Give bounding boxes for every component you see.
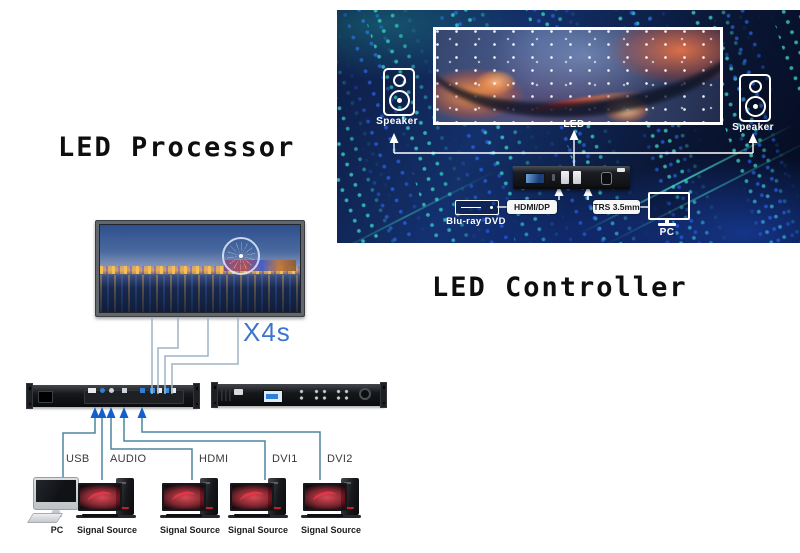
gaming-monitor-icon xyxy=(303,483,347,511)
source-label: PC xyxy=(50,525,64,535)
speaker-icon xyxy=(739,74,771,122)
gaming-monitor-icon xyxy=(78,483,122,511)
controller-button-icon xyxy=(561,171,569,184)
controller-button-icon xyxy=(573,171,581,184)
led-screen xyxy=(433,27,723,125)
bluray-player-icon xyxy=(455,200,499,215)
input-label-dvi2: DVI2 xyxy=(327,453,353,465)
button-grid-icon xyxy=(314,389,330,402)
output-port-icon xyxy=(157,388,162,393)
brand-logo xyxy=(234,389,243,395)
speaker-left-label: Speaker xyxy=(376,116,418,127)
trs-tag: TRS 3.5mm xyxy=(593,200,640,214)
led-display-monitor xyxy=(95,220,305,317)
hdmi-port-icon xyxy=(122,388,127,393)
led-controller-panel: Speaker Speaker LED Blu-ray DVD HDMI/DP … xyxy=(337,10,800,243)
source-label: Signal Source xyxy=(159,525,221,535)
usb-port-icon xyxy=(88,388,96,393)
rotary-knob-icon xyxy=(359,388,371,400)
hdmi-dp-tag: HDMI/DP xyxy=(507,200,557,214)
cityscape-image xyxy=(100,225,300,312)
input-label-usb: USB xyxy=(66,453,90,465)
desktop-pc-icon xyxy=(33,477,79,510)
gaming-monitor-icon xyxy=(230,483,274,511)
lcd-display xyxy=(263,390,283,403)
rack-ear-icon xyxy=(26,383,33,409)
ferris-wheel-graphic xyxy=(222,237,260,276)
port-strip xyxy=(84,390,184,404)
rack-ear-icon xyxy=(193,383,200,409)
power-inlet-icon xyxy=(38,391,53,403)
bluray-label: Blu-ray DVD xyxy=(446,216,506,227)
up-arrow-icon xyxy=(90,407,147,418)
processor-front-device xyxy=(211,382,387,408)
led-controller-title: LED Controller xyxy=(432,272,688,303)
output-port-icon xyxy=(164,388,169,393)
speaker-icon xyxy=(383,68,415,116)
led-processor-title: LED Processor xyxy=(58,132,296,163)
source-label: Signal Source xyxy=(300,525,362,535)
keyboard-icon xyxy=(26,513,64,523)
button-column-icon xyxy=(299,389,307,402)
audio-jack-icon xyxy=(100,388,105,393)
button-grid-icon xyxy=(336,389,352,402)
processor-rear-device xyxy=(26,383,200,409)
input-wires xyxy=(62,417,321,480)
audio-jack-icon xyxy=(109,388,114,393)
water-reflection-graphic xyxy=(100,274,300,312)
source-label: Signal Source xyxy=(227,525,289,535)
controller-port-icon xyxy=(601,172,612,185)
input-label-dvi1: DVI1 xyxy=(272,453,298,465)
vent-grille-icon xyxy=(221,389,233,401)
buildings-graphic xyxy=(224,259,296,272)
speaker-right-label: Speaker xyxy=(732,122,774,133)
source-label: Signal Source xyxy=(76,525,138,535)
led-controller-device xyxy=(513,166,630,189)
rack-ear-icon xyxy=(211,382,218,408)
output-port-icon xyxy=(171,388,176,393)
pc-label: PC xyxy=(659,227,675,238)
rack-ear-icon xyxy=(380,382,387,408)
city-lights-graphic xyxy=(100,265,300,274)
input-label-hdmi: HDMI xyxy=(199,453,229,465)
input-label-audio: AUDIO xyxy=(110,453,147,465)
dvi-port-icon xyxy=(140,388,145,393)
controller-screen xyxy=(525,173,545,184)
pc-monitor-icon xyxy=(648,192,690,220)
model-label: X4s xyxy=(243,317,291,347)
output-port-icon xyxy=(150,388,155,393)
gaming-monitor-icon xyxy=(162,483,206,511)
led-label: LED xyxy=(563,119,585,130)
